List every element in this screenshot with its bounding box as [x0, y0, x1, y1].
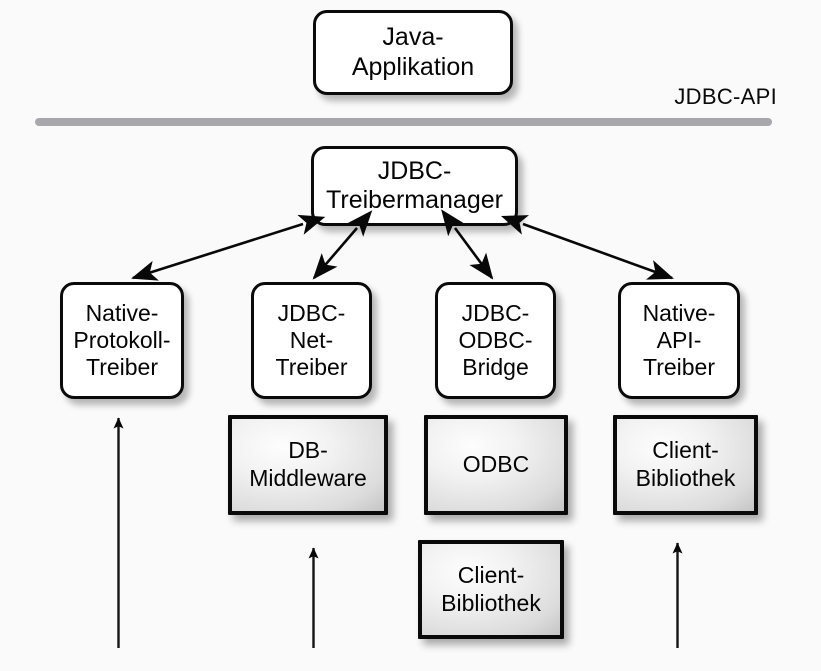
box-client-bibliothek-bottom-line-2: Bibliothek: [441, 589, 541, 616]
box-odbc: ODBC: [424, 415, 568, 515]
box-jdbc-odbc-bridge-line-1: JDBC-: [461, 299, 530, 326]
arrow-manager-native-protokoll: [131, 214, 326, 281]
box-native-api-treiber-line-1: Native-: [642, 299, 716, 326]
arrow-manager-jdbc-net: [312, 210, 373, 280]
box-native-api-treiber-line-3: Treiber: [643, 354, 715, 381]
box-jdbc-net-treiber: JDBC- Net- Treiber: [251, 282, 372, 399]
box-db-middleware-line-1: DB-: [288, 437, 328, 464]
box-jdbc-net-treiber-line-3: Treiber: [275, 354, 348, 381]
box-db-middleware-line-2: Middleware: [249, 465, 367, 491]
jdbc-api-separator-line: [35, 118, 772, 126]
box-native-protokoll-treiber: Native- Protokoll- Treiber: [60, 282, 184, 399]
box-java-applikation-line-2: Applikation: [351, 52, 475, 81]
box-native-protokoll-treiber-line-3: Treiber: [86, 354, 158, 381]
box-jdbc-treibermanager-line-2: Treibermanager: [326, 186, 503, 214]
box-native-protokoll-treiber-line-1: Native-: [85, 299, 159, 326]
box-jdbc-odbc-bridge-line-3: Bridge: [462, 354, 529, 381]
box-client-bibliothek-right-line-1: Client-: [652, 437, 719, 464]
box-jdbc-net-treiber-line-1: JDBC-: [277, 299, 346, 326]
box-java-applikation: Java- Applikation: [313, 10, 513, 95]
box-client-bibliothek-right: Client- Bibliothek: [613, 415, 758, 515]
box-odbc-line-1: ODBC: [462, 451, 530, 478]
box-jdbc-treibermanager-line-1: JDBC-: [377, 156, 452, 185]
box-jdbc-odbc-bridge-line-2: ODBC-: [458, 326, 533, 353]
box-java-applikation-line-1: Java-: [382, 23, 444, 51]
box-client-bibliothek-right-line-2: Bibliothek: [635, 465, 736, 491]
jdbc-api-label: JDBC-API: [674, 84, 777, 109]
box-native-api-treiber: Native- API- Treiber: [618, 282, 740, 399]
box-native-api-treiber-line-2: API-: [656, 326, 702, 353]
box-jdbc-treibermanager: JDBC- Treibermanager: [311, 146, 518, 226]
arrow-manager-native-api: [501, 215, 674, 280]
box-client-bibliothek-bottom-line-1: Client-: [457, 561, 525, 588]
box-jdbc-odbc-bridge: JDBC- ODBC- Bridge: [435, 282, 556, 399]
box-db-middleware: DB- Middleware: [228, 415, 388, 515]
box-jdbc-net-treiber-line-2: Net-: [289, 326, 334, 353]
box-client-bibliothek-bottom: Client- Bibliothek: [418, 540, 564, 639]
box-native-protokoll-treiber-line-2: Protokoll-: [73, 326, 171, 353]
arrow-manager-jdbc-odbc: [441, 209, 494, 280]
